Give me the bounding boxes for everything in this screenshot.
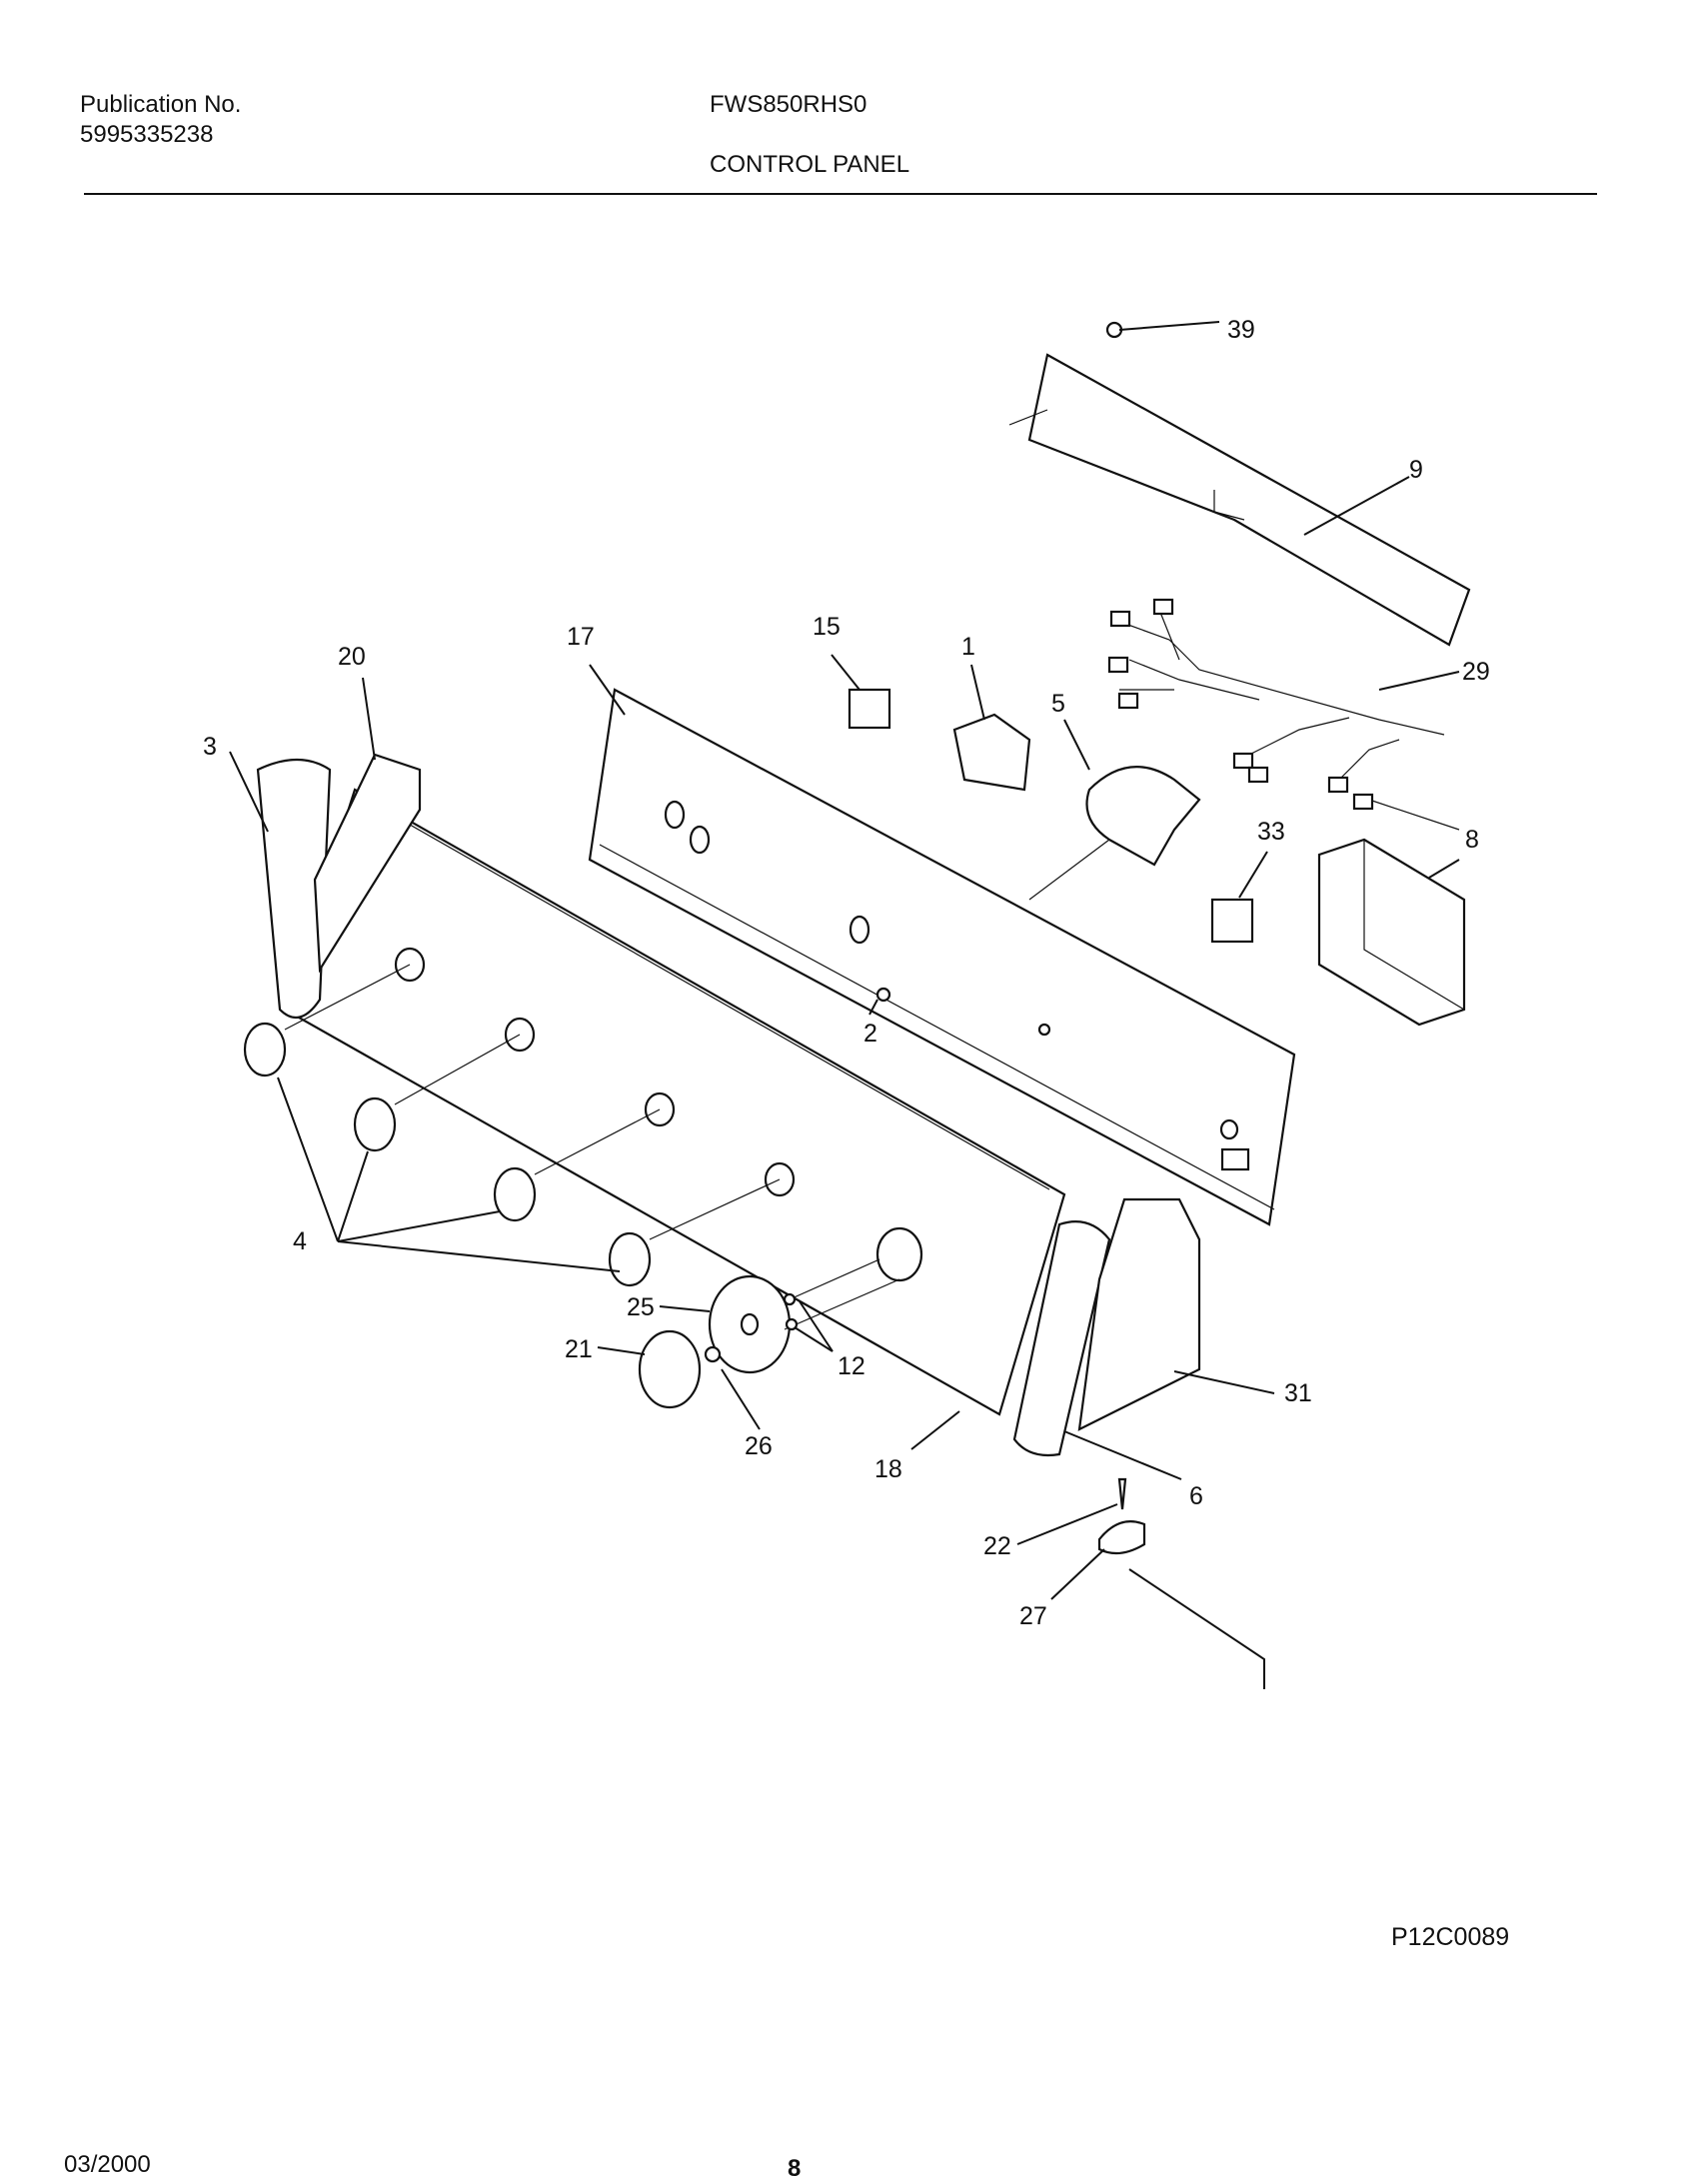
part-switch-15	[848, 688, 891, 730]
part-left-bracket	[313, 753, 422, 974]
publication-number: 5995335238	[80, 121, 214, 148]
part-rear-cover	[1008, 353, 1471, 647]
part-washer-26	[704, 1345, 722, 1363]
part-dial	[708, 1258, 900, 1374]
part-screw-2	[875, 987, 891, 1003]
publication-label: Publication No.	[80, 91, 242, 118]
part-right-endcap	[1012, 1220, 1111, 1457]
part-timer-5	[1028, 766, 1201, 901]
part-screws-12	[783, 1292, 799, 1331]
footer-date: 03/2000	[64, 2151, 151, 2178]
callout-2: 2	[863, 1020, 877, 1048]
part-timer-knob	[638, 1329, 702, 1409]
leader-lines	[229, 321, 1460, 1689]
publication-block: Publication No. 5995335238	[80, 90, 241, 150]
part-wire-harness	[1107, 598, 1460, 831]
part-screw-39	[1105, 321, 1123, 339]
callout-8: 8	[1465, 826, 1479, 854]
callout-20: 20	[338, 643, 366, 671]
part-clip-27	[1097, 1520, 1146, 1555]
part-control-board	[1317, 838, 1466, 1027]
callout-6: 6	[1189, 1482, 1203, 1510]
section-title: CONTROL PANEL	[710, 151, 910, 178]
callout-39: 39	[1227, 316, 1255, 344]
part-switch-1	[952, 713, 1031, 792]
callout-31: 31	[1284, 1379, 1312, 1407]
callout-12: 12	[838, 1352, 865, 1380]
callout-27: 27	[1019, 1602, 1047, 1630]
callout-25: 25	[627, 1293, 655, 1321]
header-rule	[84, 193, 1597, 195]
model-number: FWS850RHS0	[710, 91, 867, 118]
callout-17: 17	[567, 623, 595, 651]
callout-4: 4	[293, 1227, 307, 1255]
callout-9: 9	[1409, 456, 1423, 484]
part-knobs	[243, 964, 781, 1287]
callout-33: 33	[1257, 818, 1285, 846]
callout-15: 15	[813, 613, 841, 641]
page-number: 8	[788, 2155, 802, 2182]
part-console-back	[588, 688, 1296, 1226]
callout-21: 21	[565, 1335, 593, 1363]
callout-1: 1	[961, 633, 975, 661]
callout-22: 22	[983, 1532, 1011, 1560]
drawing-code: P12C0089	[1391, 1923, 1510, 1951]
part-screw-22	[1117, 1477, 1127, 1510]
callout-26: 26	[745, 1432, 773, 1460]
part-switch-33	[1210, 898, 1254, 944]
part-right-bracket	[1077, 1197, 1201, 1431]
callout-18: 18	[874, 1455, 902, 1483]
callout-3: 3	[203, 733, 217, 761]
callout-29: 29	[1462, 658, 1490, 686]
callout-5: 5	[1051, 690, 1065, 718]
callout-labels: 39 9 29 17 15 1 5 20 3 33 8 2 4 25 21 12…	[203, 316, 1490, 1630]
